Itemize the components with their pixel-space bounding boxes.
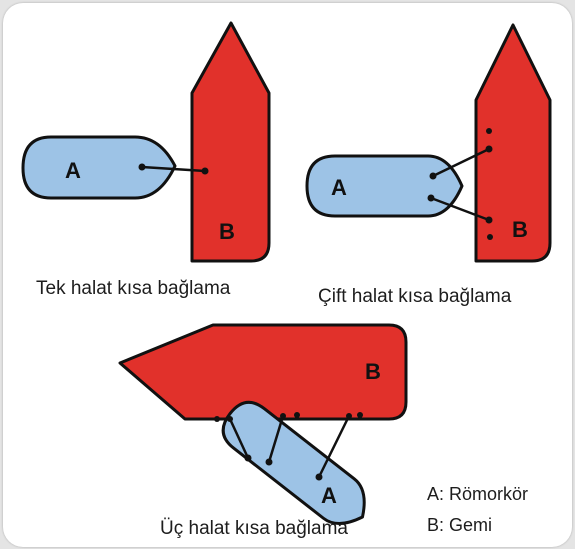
rope-triple-1	[228, 417, 250, 460]
ship-label-double: B	[512, 217, 528, 242]
caption-single: Tek halat kısa bağlama	[36, 278, 231, 299]
legend-ship: B: Gemi	[427, 515, 493, 535]
rope-triple-3	[317, 414, 351, 479]
ship-label-single: B	[219, 219, 235, 244]
tug-label-double: A	[331, 175, 347, 200]
ship-b-triple	[118, 323, 408, 421]
tug-label-single: A	[65, 158, 81, 183]
tug-a-triple-hull	[221, 400, 366, 525]
tug-label-triple: A	[321, 483, 337, 508]
diagram-card: A B A B B A Tek halat kısa bağlama Çift …	[3, 3, 572, 547]
rope-triple-2	[267, 414, 285, 464]
ship-b-single	[190, 21, 271, 263]
tug-a-single	[21, 135, 177, 200]
ship-label-triple: B	[365, 359, 381, 384]
rope-double-1	[431, 147, 491, 178]
caption-double: Çift halat kısa bağlama	[318, 286, 512, 307]
rope-single	[140, 165, 207, 173]
mooring-diagram: A B A B B A	[21, 21, 552, 525]
caption-triple: Üç halat kısa bağlama	[160, 518, 348, 539]
legend-tug: A: Römorkör	[427, 484, 529, 504]
ship-b-double	[474, 23, 552, 263]
rope-double-2	[429, 196, 491, 222]
